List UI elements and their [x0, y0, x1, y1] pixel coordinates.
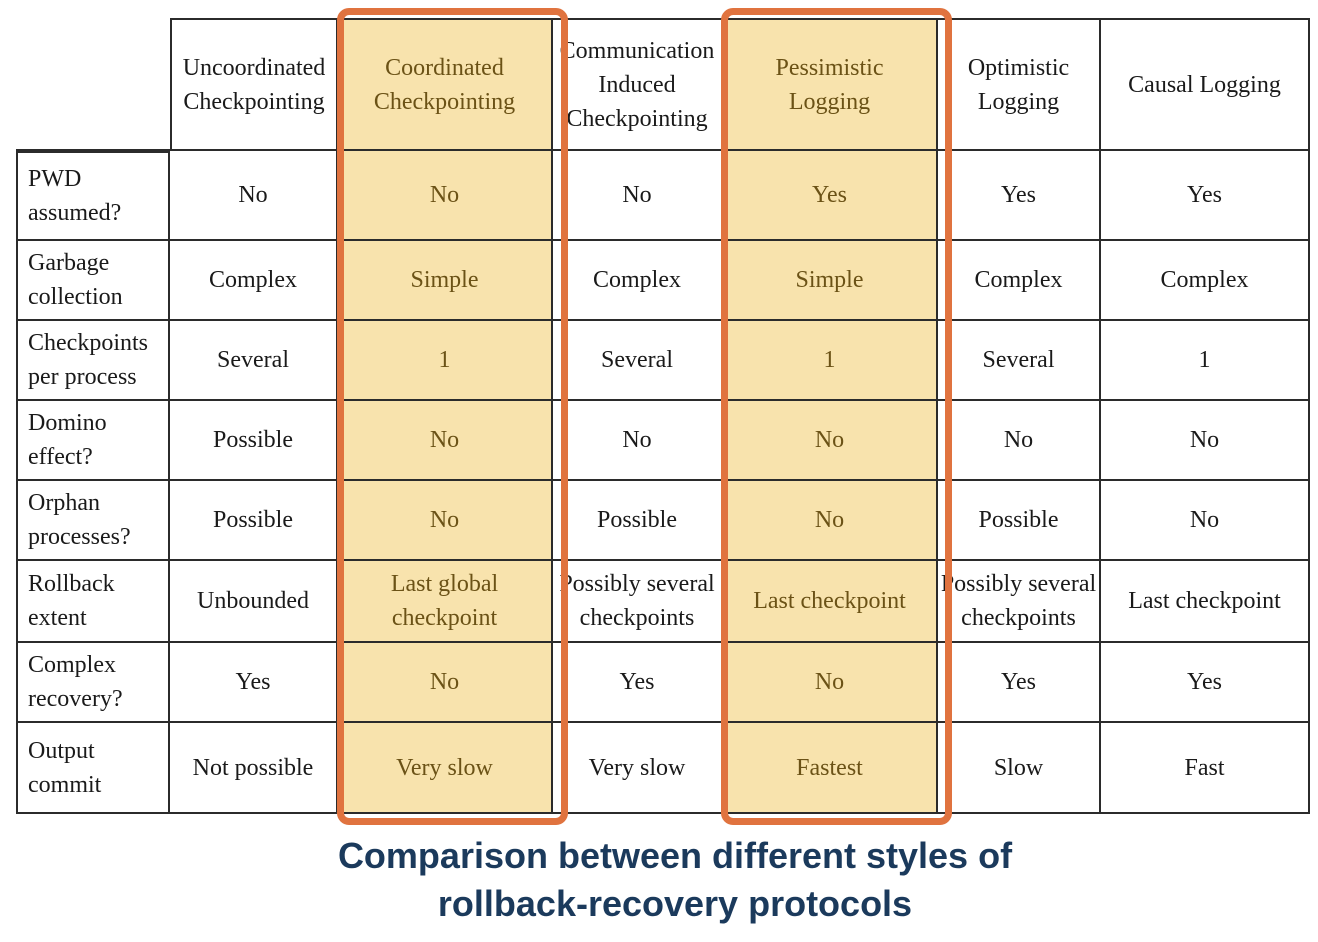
- table-cell: 1: [338, 321, 553, 401]
- table-cell: No: [338, 643, 553, 723]
- table-cell: Slow: [938, 723, 1101, 814]
- table-cell: Very slow: [338, 723, 553, 814]
- table-cell: No: [1101, 481, 1310, 561]
- table-cell: Complex: [553, 241, 723, 321]
- table-cell: Several: [553, 321, 723, 401]
- table-cell: Yes: [723, 151, 938, 241]
- table-cell: Yes: [553, 643, 723, 723]
- table-cell: No: [338, 481, 553, 561]
- row-label-orphan-processes: Orphan processes?: [16, 481, 170, 561]
- table-cell: Complex: [170, 241, 338, 321]
- table-cell: Fastest: [723, 723, 938, 814]
- table-corner: [16, 18, 170, 151]
- comparison-table: Uncoordinated Checkpointing Coordinated …: [16, 18, 1310, 814]
- table-cell: Possibly several checkpoints: [938, 561, 1101, 643]
- table-cell: No: [723, 401, 938, 481]
- table-cell: Several: [938, 321, 1101, 401]
- table-cell: Simple: [723, 241, 938, 321]
- table-cell: Very slow: [553, 723, 723, 814]
- table-cell: Fast: [1101, 723, 1310, 814]
- table-cell: Possible: [553, 481, 723, 561]
- table-cell: No: [723, 643, 938, 723]
- slide-caption: Comparison between different styles of r…: [337, 835, 1013, 924]
- table-cell: Yes: [1101, 643, 1310, 723]
- row-label-complex-recovery: Complex recovery?: [16, 643, 170, 723]
- row-label-garbage-collection: Garbage collection: [16, 241, 170, 321]
- row-label-pwd: PWD assumed?: [16, 151, 170, 241]
- table-cell: No: [1101, 401, 1310, 481]
- table-cell: No: [338, 151, 553, 241]
- column-header-uncoordinated: Uncoordinated Checkpointing: [170, 18, 338, 151]
- table-cell: Yes: [938, 151, 1101, 241]
- row-label-checkpoints-per-process: Checkpoints per process: [16, 321, 170, 401]
- row-label-domino-effect: Domino effect?: [16, 401, 170, 481]
- table-cell: Unbounded: [170, 561, 338, 643]
- table-cell: Complex: [938, 241, 1101, 321]
- table-cell: Possibly several checkpoints: [553, 561, 723, 643]
- table-cell: Simple: [338, 241, 553, 321]
- table-cell: Yes: [1101, 151, 1310, 241]
- column-header-pessimistic: Pessimistic Logging: [723, 18, 938, 151]
- table-cell: 1: [723, 321, 938, 401]
- row-label-output-commit: Output commit: [16, 723, 170, 814]
- column-header-communication-induced: Communication Induced Checkpointing: [553, 18, 723, 151]
- table-cell: 1: [1101, 321, 1310, 401]
- table-cell: No: [938, 401, 1101, 481]
- table-cell: Yes: [170, 643, 338, 723]
- column-header-causal: Causal Logging: [1101, 18, 1310, 151]
- table-cell: No: [553, 151, 723, 241]
- table-cell: No: [723, 481, 938, 561]
- column-header-optimistic: Optimistic Logging: [938, 18, 1101, 151]
- table-cell: Several: [170, 321, 338, 401]
- table-cell: No: [553, 401, 723, 481]
- table-cell: Possible: [170, 401, 338, 481]
- table-cell: Last global checkpoint: [338, 561, 553, 643]
- column-header-coordinated: Coordinated Checkpointing: [338, 18, 553, 151]
- table-cell: No: [338, 401, 553, 481]
- table-cell: Complex: [1101, 241, 1310, 321]
- table-cell: Possible: [938, 481, 1101, 561]
- table-cell: Yes: [938, 643, 1101, 723]
- table-cell: No: [170, 151, 338, 241]
- table-cell: Not possible: [170, 723, 338, 814]
- table-cell: Possible: [170, 481, 338, 561]
- table-cell: Last checkpoint: [1101, 561, 1310, 643]
- table-cell: Last checkpoint: [723, 561, 938, 643]
- row-label-rollback-extent: Rollback extent: [16, 561, 170, 643]
